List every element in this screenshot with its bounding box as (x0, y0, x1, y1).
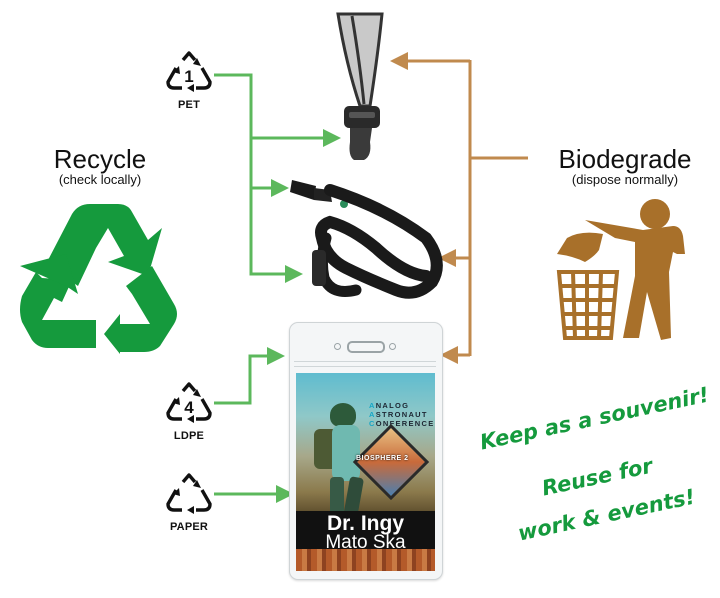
recycle-subtitle: (check locally) (58, 172, 142, 187)
svg-text:1: 1 (184, 67, 193, 86)
resin-code-label: PAPER (169, 521, 209, 533)
recycle-title: Recycle (53, 144, 147, 174)
holder-hole-right (389, 343, 396, 350)
biodegrade-title: Biodegrade (558, 144, 692, 174)
resin-code-icon: 1 (166, 51, 212, 92)
green-recycle-connectors (214, 73, 341, 503)
holder-slot (347, 341, 385, 353)
resin-code-icon: 4 (166, 382, 212, 423)
badge-name-line1: Dr. Ingy (326, 512, 405, 535)
resin-code-paper: PAPER (164, 472, 214, 533)
resin-code-pet: 1 PET (164, 50, 214, 111)
tidyman-trash-icon (556, 199, 685, 340)
conference-name: ANALOG ASTRONAUT CONFERENCE (369, 401, 435, 428)
svg-text:4: 4 (184, 398, 194, 417)
badge-name-line2: Mato Ska (325, 532, 406, 553)
badge-holder: ANALOG ASTRONAUT CONFERENCE BIOSPHERE 2 … (289, 322, 443, 580)
patch-text: BIOSPHERE 2 (356, 455, 409, 462)
brown-biodegrade-connectors (390, 52, 528, 364)
resin-code-label: PET (178, 99, 200, 111)
resin-code-label: LDPE (173, 430, 205, 442)
biodegrade-subtitle: (dispose normally) (571, 172, 679, 187)
black-lanyard (290, 180, 443, 299)
mars-ground (296, 549, 435, 571)
recycle-icon (20, 204, 177, 354)
holder-zip-seal (294, 361, 436, 367)
resin-code-ldpe: 4 LDPE (164, 381, 214, 442)
badge-card: ANALOG ASTRONAUT CONFERENCE BIOSPHERE 2 … (296, 373, 435, 571)
recycle-triangle-icon (166, 473, 212, 514)
lanyard-strap-with-buckle (336, 12, 384, 160)
name-banner (296, 511, 435, 549)
holder-hole-left (334, 343, 341, 350)
